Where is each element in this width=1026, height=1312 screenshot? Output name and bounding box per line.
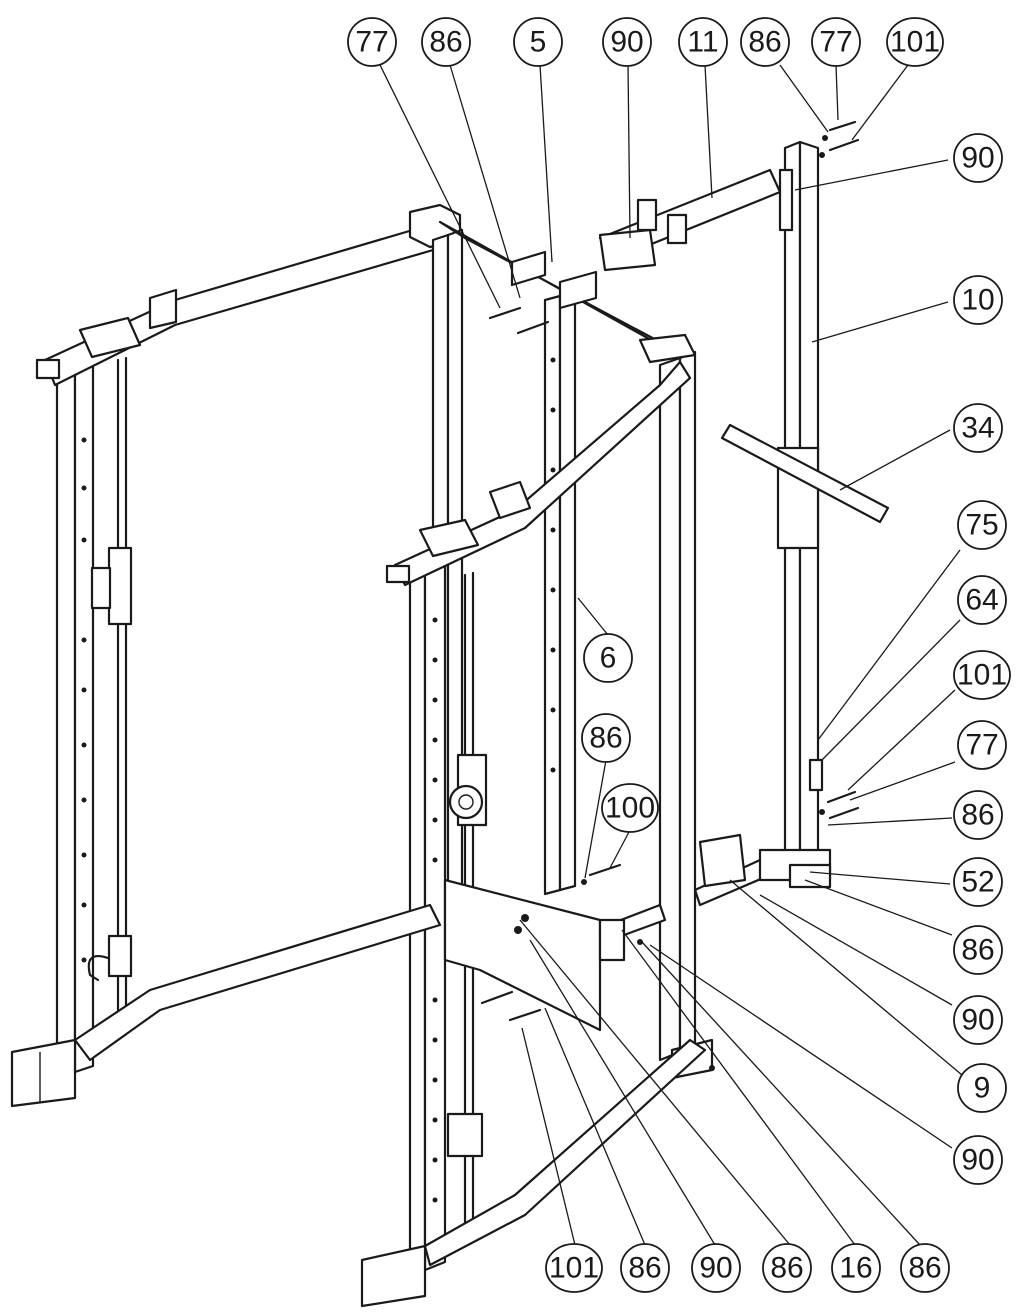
- callout-77: 77: [811, 17, 861, 67]
- callout-86: 86: [953, 925, 1003, 975]
- callout-86: 86: [421, 17, 471, 67]
- callout-64: 64: [957, 575, 1007, 625]
- callout-label: 52: [961, 866, 994, 899]
- callout-label: 77: [355, 26, 388, 59]
- callout-label: 86: [961, 934, 994, 967]
- callout-label: 5: [530, 26, 547, 59]
- front-cable-guide: [446, 571, 488, 1227]
- leader-lines: [379, 64, 963, 1246]
- left-cable-guide: [87, 356, 133, 1022]
- callout-75: 75: [957, 500, 1007, 550]
- callout-label: 90: [610, 26, 643, 59]
- callout-90: 90: [953, 995, 1003, 1045]
- callout-label: 6: [600, 642, 617, 675]
- bolts: [480, 120, 860, 1071]
- rear-tower: [758, 140, 832, 889]
- callout-label: 86: [748, 26, 781, 59]
- callout-label: 86: [961, 799, 994, 832]
- front-top-arm: [385, 333, 697, 587]
- hole-rows: [81, 357, 556, 1203]
- callout-101: 101: [886, 17, 944, 67]
- callout-label: 75: [965, 509, 998, 542]
- callout-86: 86: [740, 17, 790, 67]
- callouts: 77 86 5 90 11 86 77 101 90 10 34 75 64 1…: [347, 17, 1011, 1293]
- callout-101: 101: [545, 1243, 603, 1293]
- callout-100: 100: [601, 783, 659, 833]
- callout-label: 100: [605, 792, 655, 825]
- callout-label: 77: [965, 729, 998, 762]
- callout-label: 86: [628, 1252, 661, 1285]
- callout-label: 86: [770, 1252, 803, 1285]
- weight-bar: [720, 423, 890, 524]
- base-frame: [73, 858, 772, 1267]
- callout-86: 86: [762, 1243, 812, 1293]
- callout-label: 9: [974, 1072, 991, 1105]
- top-connector: [598, 168, 782, 272]
- callout-90: 90: [691, 1243, 741, 1293]
- callout-label: 16: [839, 1252, 872, 1285]
- callout-label: 86: [908, 1252, 941, 1285]
- callout-86: 86: [953, 790, 1003, 840]
- callout-label: 86: [589, 722, 622, 755]
- callout-86: 86: [620, 1243, 670, 1293]
- callout-86: 86: [581, 713, 631, 763]
- callout-6: 6: [583, 633, 633, 683]
- callout-label: 90: [699, 1252, 732, 1285]
- callout-label: 101: [549, 1252, 599, 1285]
- callout-52: 52: [953, 857, 1003, 907]
- callout-label: 11: [687, 26, 718, 59]
- top-left-arm: [35, 203, 462, 387]
- callout-label: 101: [890, 26, 940, 59]
- callout-10: 10: [953, 275, 1003, 325]
- callout-label: 90: [961, 1144, 994, 1177]
- callout-5: 5: [513, 17, 563, 67]
- callout-77: 77: [957, 720, 1007, 770]
- callout-9: 9: [957, 1063, 1007, 1113]
- callout-90: 90: [953, 1135, 1003, 1185]
- callout-16: 16: [831, 1243, 881, 1293]
- callout-86: 86: [900, 1243, 950, 1293]
- callout-label: 90: [961, 142, 994, 175]
- callout-label: 90: [961, 1004, 994, 1037]
- callout-label: 10: [961, 284, 994, 317]
- callout-34: 34: [953, 403, 1003, 453]
- callout-label: 34: [961, 412, 994, 445]
- callout-label: 64: [965, 584, 998, 617]
- callout-label: 101: [957, 659, 1007, 692]
- callout-90: 90: [953, 133, 1003, 183]
- callout-11: 11: [678, 17, 728, 67]
- callout-101: 101: [953, 650, 1011, 700]
- callout-90: 90: [602, 17, 652, 67]
- bottom-connector: [598, 833, 747, 962]
- callout-label: 77: [819, 26, 852, 59]
- callout-label: 86: [429, 26, 462, 59]
- left-rear-upright: [10, 356, 95, 1108]
- callout-77: 77: [347, 17, 397, 67]
